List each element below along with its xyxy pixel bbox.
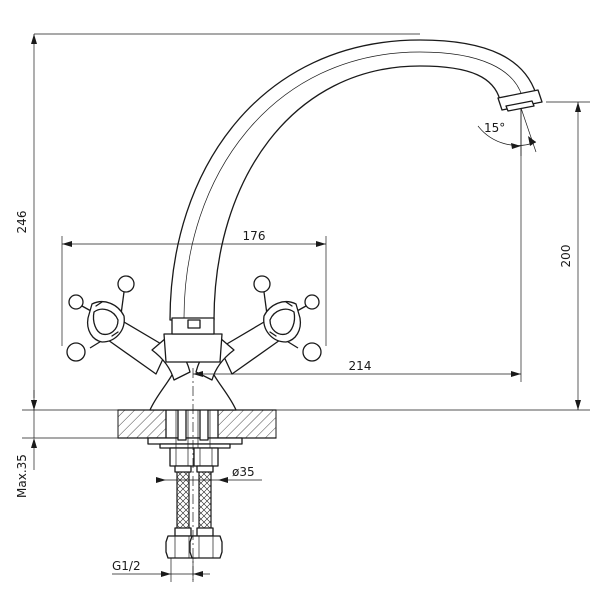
spout <box>169 39 537 335</box>
dim-handle-span: 176 <box>61 229 327 346</box>
label-dia35: ø35 <box>232 465 255 479</box>
label-176: 176 <box>243 229 266 243</box>
label-g12: G1/2 <box>112 559 141 573</box>
label-200: 200 <box>559 245 573 268</box>
countertop <box>117 408 277 440</box>
label-max35: Max.35 <box>15 454 29 498</box>
label-246: 246 <box>15 211 29 234</box>
aerator <box>497 89 543 112</box>
left-cross-handle <box>66 275 135 362</box>
hose-end-nuts <box>165 535 223 559</box>
label-15deg: 15° <box>484 121 505 135</box>
right-cross-handle <box>253 275 322 362</box>
dim-spout-reach: 214 <box>193 108 522 382</box>
braided-hoses <box>174 465 214 537</box>
dim-thread: G1/2 <box>112 558 210 582</box>
dim-spout-angle: 15° <box>477 107 537 156</box>
central-column <box>163 333 223 363</box>
mounting-plate <box>147 437 243 449</box>
dim-max-depth: Max.35 <box>15 390 118 498</box>
fixing-nuts <box>169 447 219 467</box>
label-214: 214 <box>349 359 372 373</box>
dim-spout-height: 200 <box>276 101 590 411</box>
dim-hole-diameter: ø35 <box>156 465 262 483</box>
